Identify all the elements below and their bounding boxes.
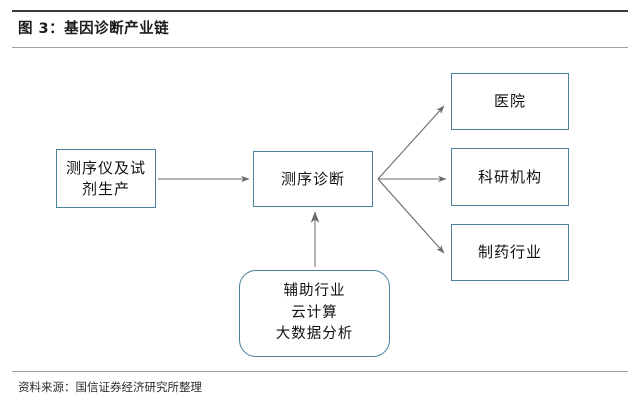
node-sequencing-diagnosis[interactable]: 测序诊断 [253, 151, 373, 207]
node-label: 医院 [493, 92, 526, 111]
figure-title: 图 3：基因诊断产业链 [18, 21, 170, 37]
node-label: 制药行业 [477, 243, 542, 262]
node-label: 测序诊断 [280, 169, 345, 188]
header-divider-bottom [12, 47, 628, 48]
node-support-industry[interactable]: 辅助行业 云计算 大数据分析 [239, 270, 390, 357]
node-label: 辅助行业 云计算 大数据分析 [275, 282, 354, 343]
header-divider-top [12, 10, 628, 12]
node-hospital[interactable]: 医院 [451, 73, 569, 130]
source-note: 资料来源：国信证券经济研究所整理 [18, 380, 202, 394]
node-label: 科研机构 [477, 167, 542, 186]
node-pharmaceutical-industry[interactable]: 制药行业 [451, 224, 569, 281]
node-label: 测序仪及试 剂生产 [65, 159, 146, 198]
diagram-canvas: 测序仪及试 剂生产 测序诊断 医院 科研机构 制药行业 辅助行业 云计算 大数据… [0, 48, 640, 371]
edge-diagnosis-to-hospital [377, 105, 445, 180]
edge-diagnosis-to-pharma [377, 178, 445, 254]
footer-divider [12, 371, 628, 372]
node-sequencer-reagent-production[interactable]: 测序仪及试 剂生产 [56, 149, 156, 208]
node-research-institution[interactable]: 科研机构 [451, 148, 569, 206]
